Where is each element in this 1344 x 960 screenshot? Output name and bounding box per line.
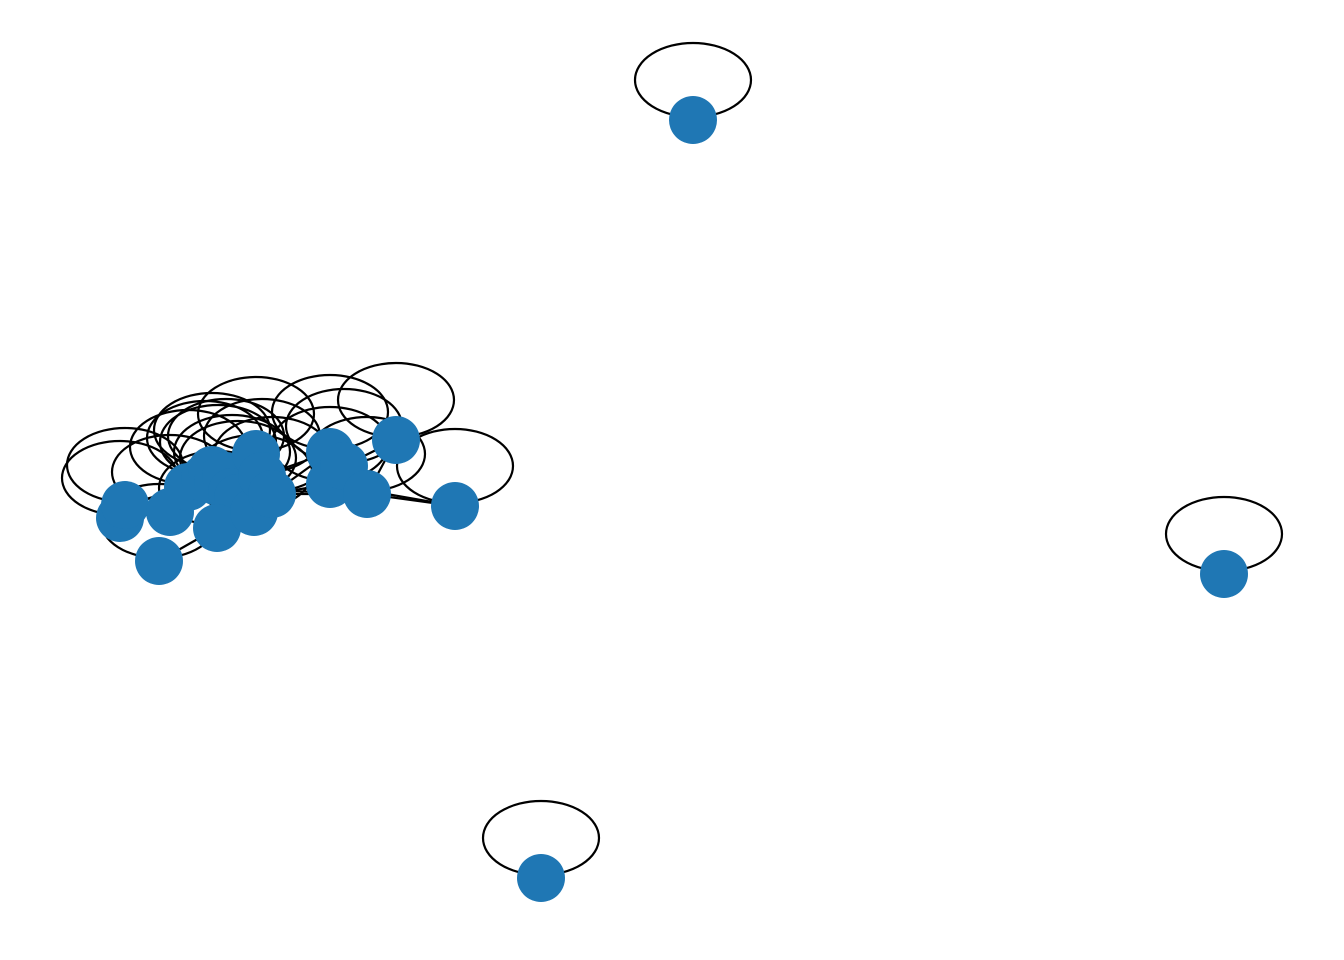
graph-node-n19 <box>248 470 296 518</box>
graph-node-n15 <box>193 504 241 552</box>
graph-node-n25 <box>431 482 479 530</box>
graph-node-n3 <box>517 854 565 902</box>
graph-node-n23 <box>343 470 391 518</box>
nodes-layer <box>96 96 1248 902</box>
graph-node-n6 <box>135 537 183 585</box>
graph-node-n2 <box>1200 550 1248 598</box>
graph-node-n24 <box>372 416 420 464</box>
graph-node-n5 <box>101 481 149 529</box>
graph-node-n1 <box>669 96 717 144</box>
